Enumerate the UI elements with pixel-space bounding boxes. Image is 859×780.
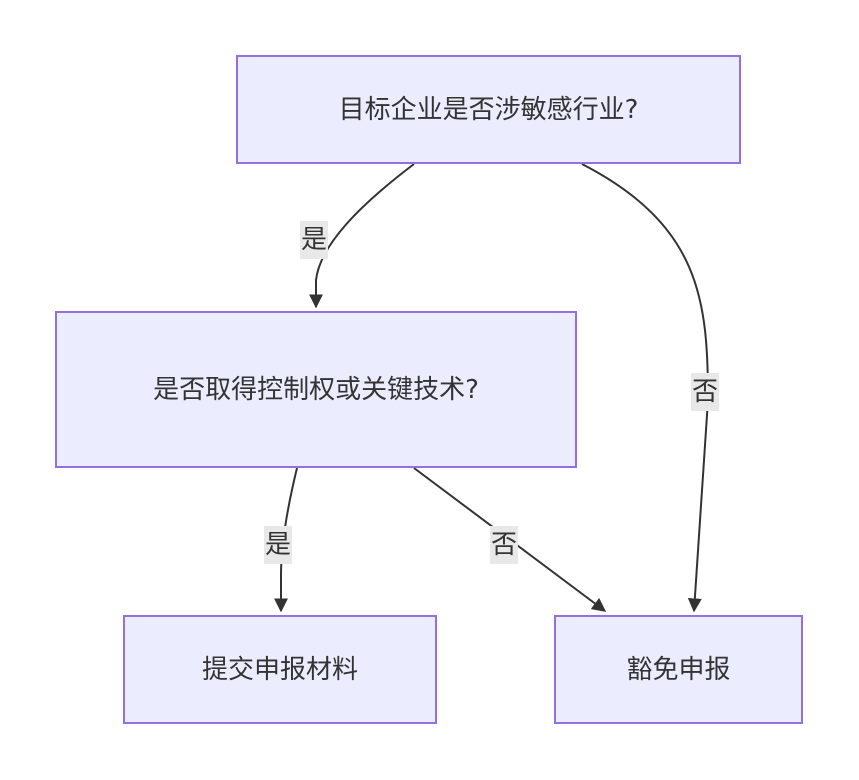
decision-control-or-key-tech-label: 是否取得控制权或关键技术? <box>153 374 479 405</box>
decision-control-or-key-tech: 是否取得控制权或关键技术? <box>55 311 577 468</box>
outcome-submit-filing-label: 提交申报材料 <box>201 654 358 685</box>
edge-q1-yes <box>309 163 415 309</box>
edge-label-q1-yes: 是 <box>300 221 329 259</box>
decision-sensitive-industry: 目标企业是否涉敏感行业? <box>236 55 741 164</box>
edge-label-q1-no: 否 <box>691 373 720 411</box>
edge-label-q2-no: 否 <box>490 526 519 564</box>
edge-label-q2-yes: 是 <box>264 526 293 564</box>
decision-sensitive-industry-label: 目标企业是否涉敏感行业? <box>338 94 639 125</box>
outcome-exempt-filing-label: 豁免申报 <box>626 654 731 685</box>
edge-q1-no <box>581 163 710 613</box>
outcome-submit-filing: 提交申报材料 <box>123 615 437 724</box>
outcome-exempt-filing: 豁免申报 <box>554 615 803 724</box>
